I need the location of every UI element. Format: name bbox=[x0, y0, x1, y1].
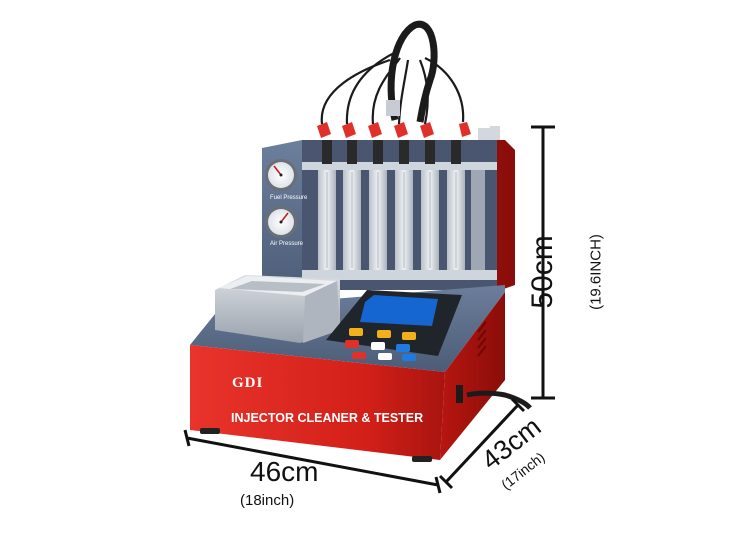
height-label: 50cm bbox=[526, 235, 559, 309]
injector-nozzles bbox=[317, 122, 500, 164]
tube-top-rail bbox=[302, 162, 497, 170]
main-hose bbox=[387, 20, 438, 123]
lcd-screen bbox=[360, 295, 438, 326]
air-pressure-label: Air Pressure bbox=[270, 241, 304, 247]
width-label: 46cm bbox=[250, 456, 319, 487]
brand-label: GDI bbox=[232, 375, 264, 391]
right-body-side bbox=[440, 292, 505, 460]
width-inch-label: (18inch) bbox=[240, 492, 295, 509]
power-switch bbox=[456, 385, 463, 403]
air-pressure-gauge bbox=[265, 206, 297, 238]
keypad-buttons bbox=[345, 328, 416, 361]
feet bbox=[200, 428, 432, 462]
dimension-lines bbox=[183, 125, 555, 494]
front-body bbox=[190, 345, 445, 460]
power-cord bbox=[466, 390, 532, 410]
depth-dimension-line bbox=[444, 403, 520, 484]
fuel-pressure-label: Fuel Pressure bbox=[270, 195, 308, 201]
fuel-pressure-gauge bbox=[265, 159, 297, 191]
ultrasonic-tank bbox=[215, 275, 340, 343]
side-vents bbox=[477, 321, 487, 357]
model-label: INJECTOR CLEANER & TESTER bbox=[231, 411, 424, 425]
measuring-tubes bbox=[318, 170, 485, 270]
tube-bottom-rail bbox=[302, 270, 497, 280]
height-inch-label: (19.6INCH) bbox=[587, 234, 605, 310]
hose-connector bbox=[386, 100, 400, 116]
control-panel bbox=[326, 290, 462, 361]
width-dimension-line bbox=[186, 436, 439, 487]
